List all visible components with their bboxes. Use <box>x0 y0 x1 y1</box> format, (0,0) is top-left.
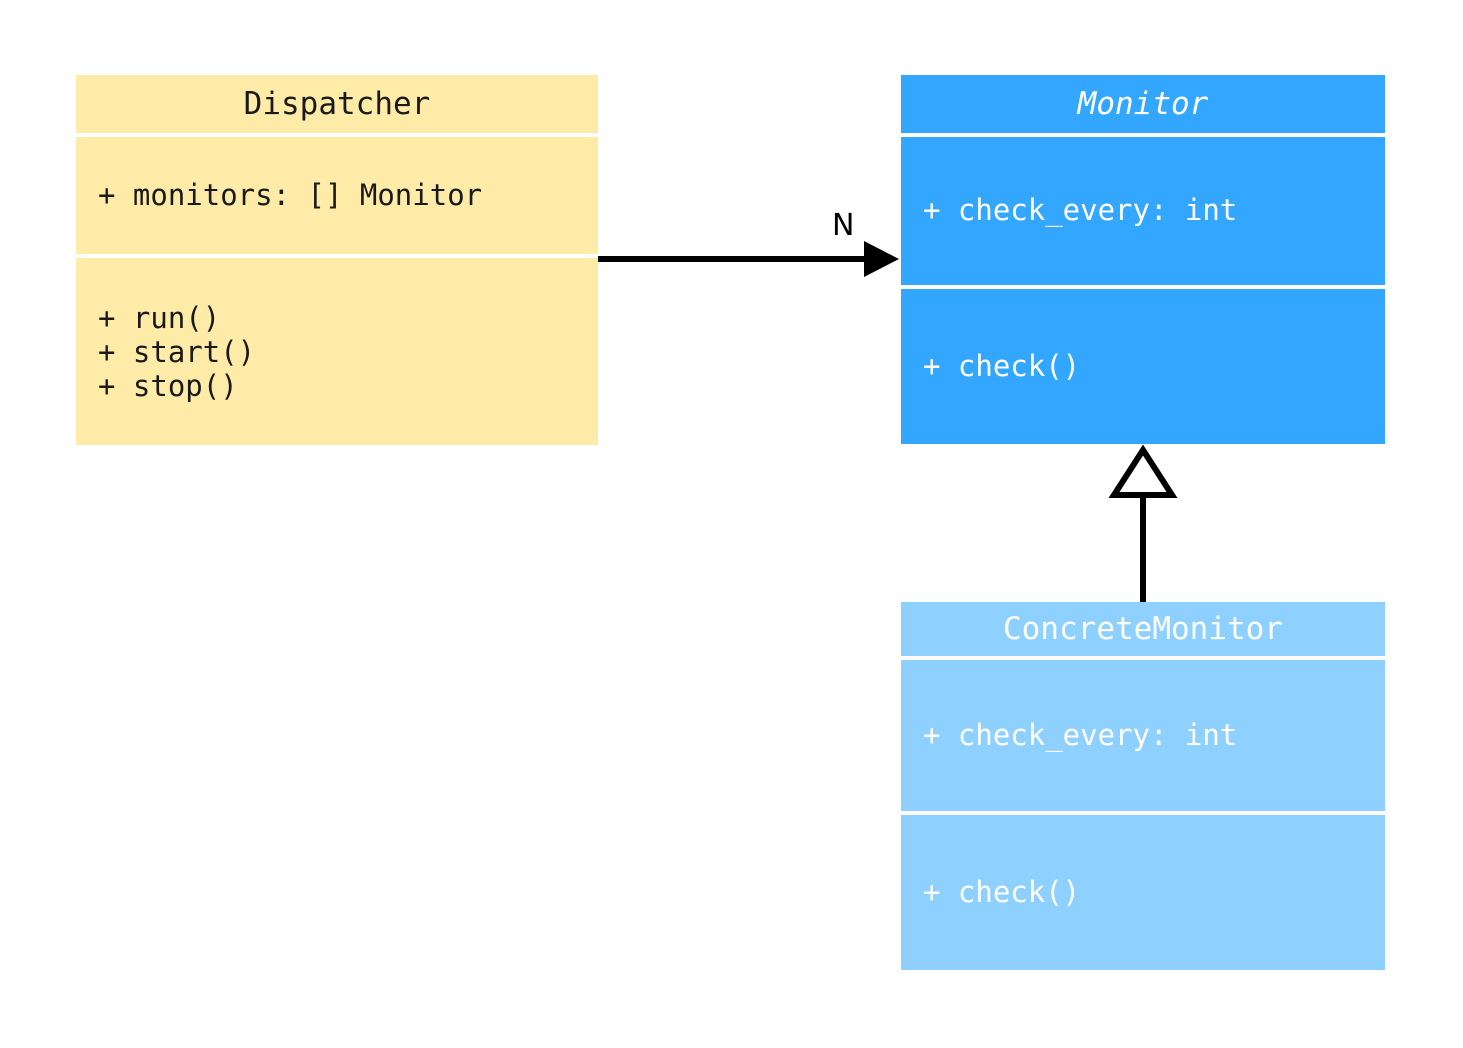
method-item: + start() <box>98 334 256 369</box>
class-title-dispatcher: Dispatcher <box>76 75 598 133</box>
class-title-concrete-monitor: ConcreteMonitor <box>901 602 1385 656</box>
attribute-item: + monitors: [] Monitor <box>98 177 483 212</box>
class-box-monitor[interactable]: Monitor + check_every: int + check() <box>901 75 1385 444</box>
class-methods-monitor: + check() <box>901 289 1385 444</box>
method-item: + stop() <box>98 368 238 403</box>
association-multiplicity-label: N <box>832 208 855 243</box>
method-item: + run() <box>98 301 221 335</box>
class-methods-dispatcher: + run() + start() + stop() <box>76 258 598 445</box>
hollow-triangle-arrowhead-icon <box>1108 444 1178 498</box>
class-title-monitor: Monitor <box>901 75 1385 133</box>
class-methods-concrete-monitor: + check() <box>901 815 1385 970</box>
class-attributes-concrete-monitor: + check_every: int <box>901 660 1385 811</box>
method-item: + check() <box>923 348 1081 383</box>
attribute-item: + check_every: int <box>923 717 1238 752</box>
attribute-item: + check_every: int <box>923 193 1238 228</box>
generalization-concrete-monitor-to-monitor <box>1108 444 1178 602</box>
method-item: + check() <box>923 874 1081 909</box>
class-box-dispatcher[interactable]: Dispatcher + monitors: [] Monitor + run(… <box>76 75 598 445</box>
class-attributes-dispatcher: + monitors: [] Monitor <box>76 137 598 254</box>
association-dispatcher-to-monitor <box>598 241 899 277</box>
solid-arrowhead-icon <box>864 241 899 277</box>
class-attributes-monitor: + check_every: int <box>901 137 1385 285</box>
class-box-concrete-monitor[interactable]: ConcreteMonitor + check_every: int + che… <box>901 602 1385 970</box>
